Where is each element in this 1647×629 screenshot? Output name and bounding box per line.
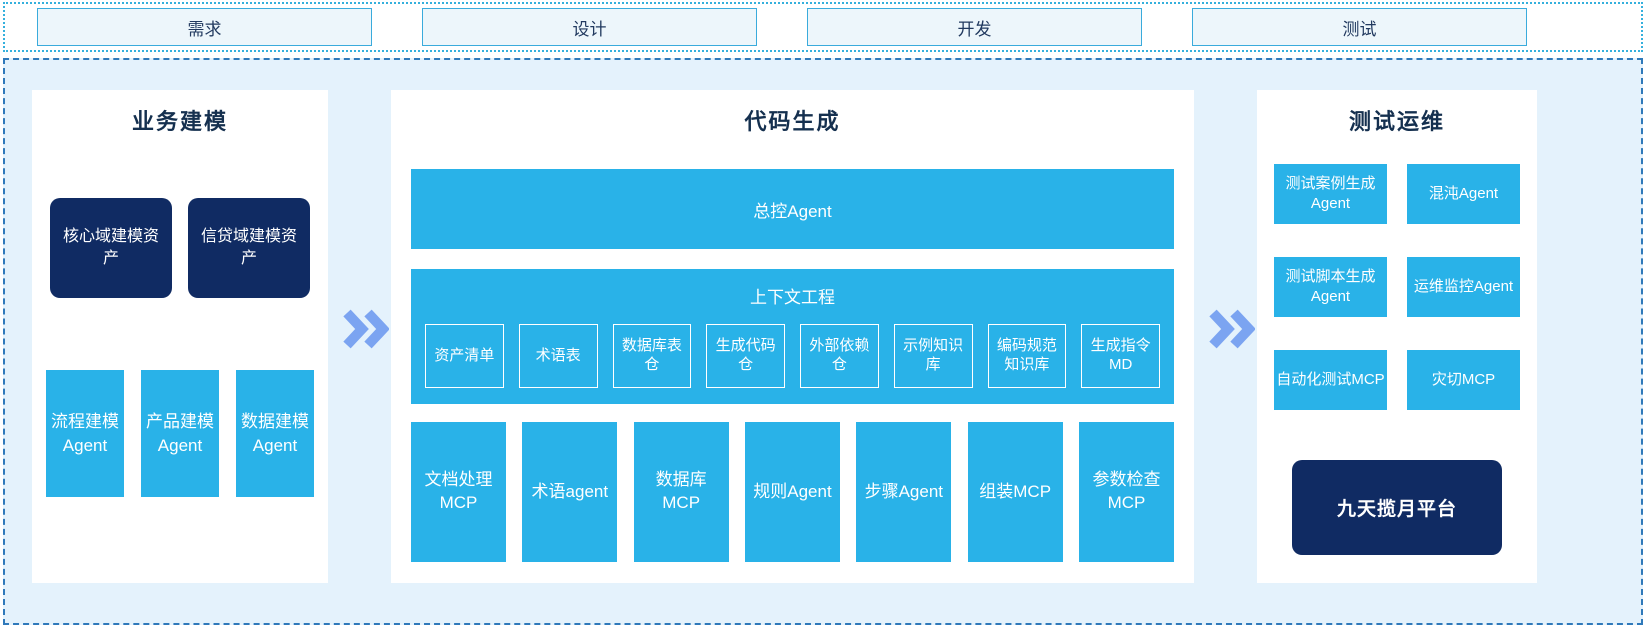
double-chevron-right-icon: [1209, 309, 1255, 349]
double-chevron-right-icon: [343, 309, 389, 349]
test-script-gen-agent-box: 测试脚本生成Agent: [1274, 257, 1387, 317]
database-mcp-box: 数据库MCP: [633, 422, 729, 562]
master-agent-bar: 总控Agent: [411, 169, 1174, 249]
stage-strip: 需求 设计 开发 测试: [3, 2, 1643, 52]
test-ops-grid: 测试案例生成Agent 混沌Agent 测试脚本生成Agent 运维监控Agen…: [1257, 164, 1537, 410]
rule-agent-box: 规则Agent: [744, 422, 840, 562]
panel-title-business-modeling: 业务建模: [131, 109, 228, 134]
modeling-agent-row: 流程建模Agent 产品建模Agent 数据建模Agent: [32, 370, 328, 497]
panel-title-test-ops: 测试运维: [1348, 109, 1445, 134]
stage-box-testing: 测试: [1192, 8, 1527, 46]
param-check-mcp-box: 参数检查MCP: [1078, 422, 1174, 562]
asset-list-box: 资产清单: [425, 324, 504, 388]
stage-box-development: 开发: [807, 8, 1142, 46]
disaster-switch-mcp-box: 灾切MCP: [1407, 350, 1520, 410]
stage-box-requirements: 需求: [37, 8, 372, 46]
db-table-repo-box: 数据库表仓: [612, 324, 692, 388]
panel-business-modeling: 业务建模 核心域建模资产 信贷域建模资产 流程建模Agent 产品建模Agent…: [32, 90, 328, 583]
core-domain-assets-box: 核心域建模资产: [50, 198, 172, 298]
process-modeling-agent-box: 流程建模Agent: [46, 370, 124, 497]
automated-test-mcp-box: 自动化测试MCP: [1274, 350, 1387, 410]
external-deps-repo-box: 外部依赖仓: [800, 324, 879, 388]
panel-title-code-generation: 代码生成: [744, 109, 841, 134]
context-item-row: 资产清单 术语表 数据库表仓 生成代码仓 外部依赖仓 示例知识库 编码规范知识库…: [425, 324, 1160, 388]
chaos-agent-box: 混沌Agent: [1407, 164, 1520, 224]
glossary-agent-box: 术语agent: [522, 422, 618, 562]
test-case-gen-agent-box: 测试案例生成Agent: [1274, 164, 1387, 224]
panel-test-ops: 测试运维 测试案例生成Agent 混沌Agent 测试脚本生成Agent 运维监…: [1257, 90, 1537, 583]
panel-code-generation: 代码生成 总控Agent 上下文工程 资产清单 术语表 数据库表仓 生成代码仓 …: [391, 90, 1194, 583]
jiutian-lanyue-platform-box: 九天揽月平台: [1292, 460, 1502, 555]
asset-box-row: 核心域建模资产 信贷域建模资产: [32, 198, 328, 298]
step-agent-box: 步骤Agent: [856, 422, 952, 562]
data-modeling-agent-box: 数据建模Agent: [236, 370, 314, 497]
example-kb-box: 示例知识库: [893, 324, 973, 388]
main-container: 业务建模 核心域建模资产 信贷域建模资产 流程建模Agent 产品建模Agent…: [3, 58, 1643, 625]
coding-standard-kb-box: 编码规范知识库: [987, 324, 1067, 388]
assembly-mcp-box: 组装MCP: [967, 422, 1063, 562]
credit-domain-assets-box: 信贷域建模资产: [188, 198, 310, 298]
doc-processing-mcp-box: 文档处理MCP: [411, 422, 506, 562]
generation-instruction-md-box: 生成指令MD: [1081, 324, 1160, 388]
generated-code-repo-box: 生成代码仓: [706, 324, 785, 388]
stage-box-design: 设计: [422, 8, 757, 46]
product-modeling-agent-box: 产品建模Agent: [141, 370, 219, 497]
ops-monitoring-agent-box: 运维监控Agent: [1407, 257, 1520, 317]
tool-box-row: 文档处理MCP 术语agent 数据库MCP 规则Agent 步骤Agent 组…: [411, 422, 1174, 562]
context-engineering-title: 上下文工程: [750, 288, 835, 307]
context-engineering-section: 上下文工程 资产清单 术语表 数据库表仓 生成代码仓 外部依赖仓 示例知识库 编…: [411, 269, 1174, 404]
glossary-box: 术语表: [518, 324, 598, 388]
